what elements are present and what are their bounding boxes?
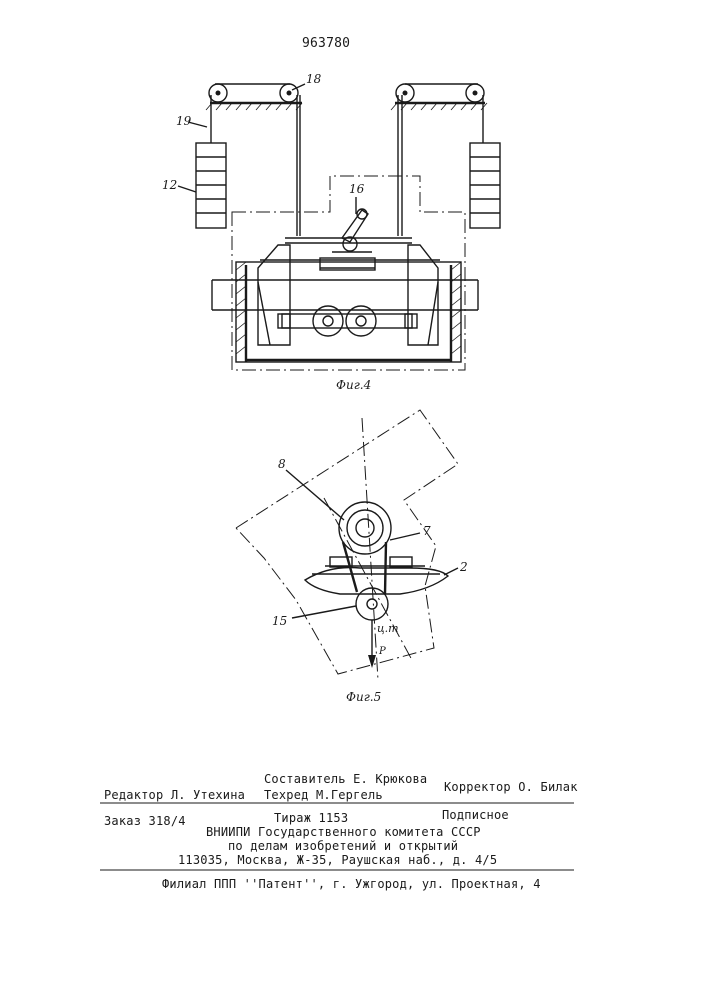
editor-line: Редактор Л. Утехина (104, 788, 245, 802)
fig5-caption: Фиг.5 (346, 690, 381, 704)
fig5-label-15: 15 (272, 614, 287, 628)
branch-line: Филиал ППП ''Патент'', г. Ужгород, ул. П… (162, 877, 541, 891)
right-counterweight (470, 143, 500, 228)
fig4-caption: Фиг.4 (336, 378, 371, 392)
fig5-label-p: P (379, 646, 386, 657)
cables (211, 95, 483, 236)
corrector-line: Корректор О. Билак (444, 780, 578, 794)
fig4-label-19: 19 (176, 114, 191, 128)
left-counterweight (196, 143, 226, 228)
fig4-label-12: 12 (162, 178, 177, 192)
fig5-label-2: 2 (460, 560, 468, 574)
techred-line: Техред М.Гергель (264, 788, 383, 802)
fig4-housing (212, 209, 478, 362)
fig5-label-cg: ц.т (377, 622, 399, 635)
org-line-1: ВНИИПИ Государственного комитета СССР (206, 825, 481, 839)
figure-5-drawing (236, 410, 458, 680)
fig5-label-8: 8 (278, 457, 286, 471)
order-line: Заказ 318/4 (104, 814, 186, 828)
left-pulley-support (206, 84, 302, 110)
pulleys (209, 84, 484, 102)
subscription-line: Подписное (442, 808, 509, 822)
org-line-2: по делам изобретений и открытий (228, 839, 458, 853)
right-pulley-support (391, 84, 487, 110)
fig4-label-18: 18 (306, 72, 321, 86)
compiler-line: Составитель Е. Крюкова (264, 772, 427, 786)
fig5-label-7: 7 (423, 524, 431, 538)
address-line: 113035, Москва, Ж-35, Раушская наб., д. … (178, 853, 497, 867)
circulation-line: Тираж 1153 (274, 811, 348, 825)
fig4-envelope (232, 176, 465, 370)
fig4-label-16: 16 (349, 182, 364, 196)
